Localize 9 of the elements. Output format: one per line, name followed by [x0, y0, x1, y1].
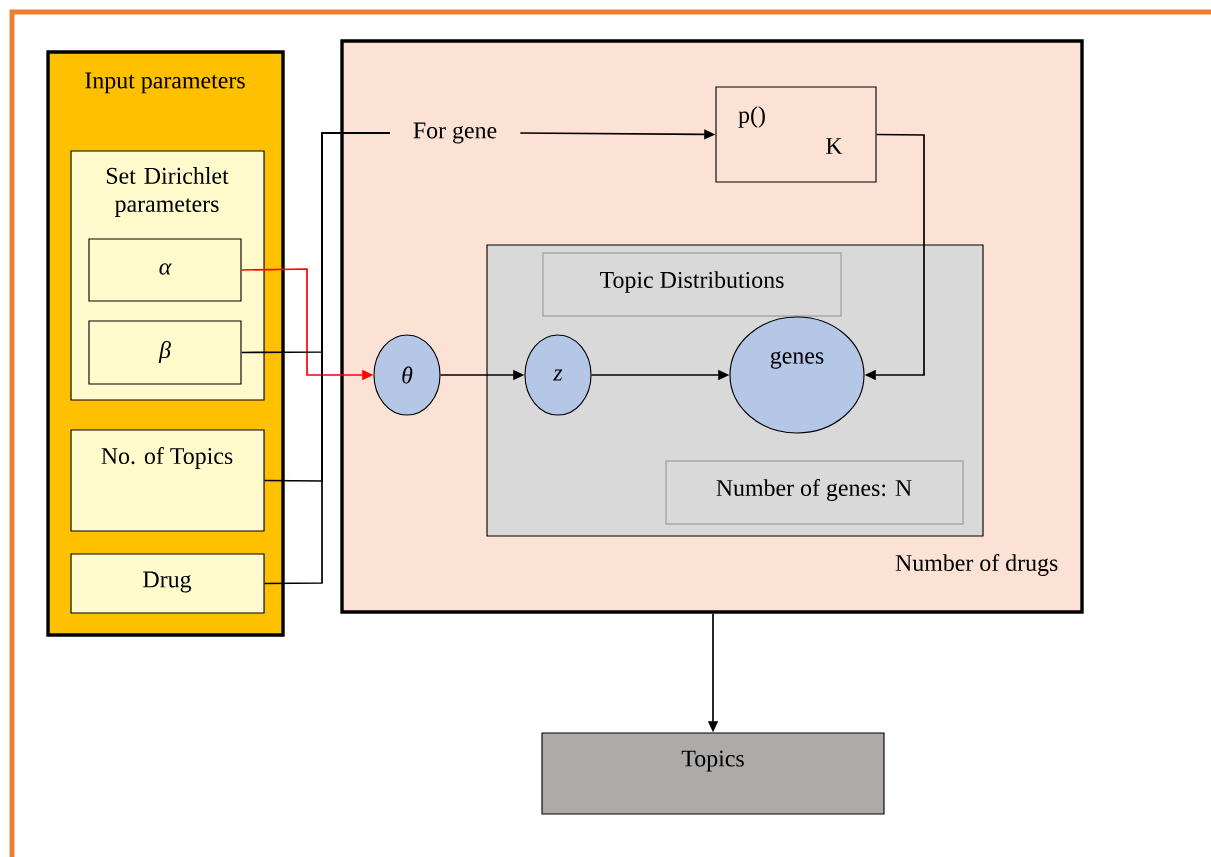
title-box: Number of genes: N — [665, 460, 964, 525]
process-box: p() K — [715, 86, 877, 183]
parameter-box: α — [88, 238, 242, 302]
parameter-box: β — [88, 320, 242, 385]
parameter-box: Drug — [70, 553, 265, 614]
output-box: Topics — [541, 732, 885, 815]
title-box: Topic Distributions — [542, 252, 842, 317]
parameter-box: No. of Topics — [70, 429, 265, 532]
label-text: For gene — [413, 122, 497, 144]
